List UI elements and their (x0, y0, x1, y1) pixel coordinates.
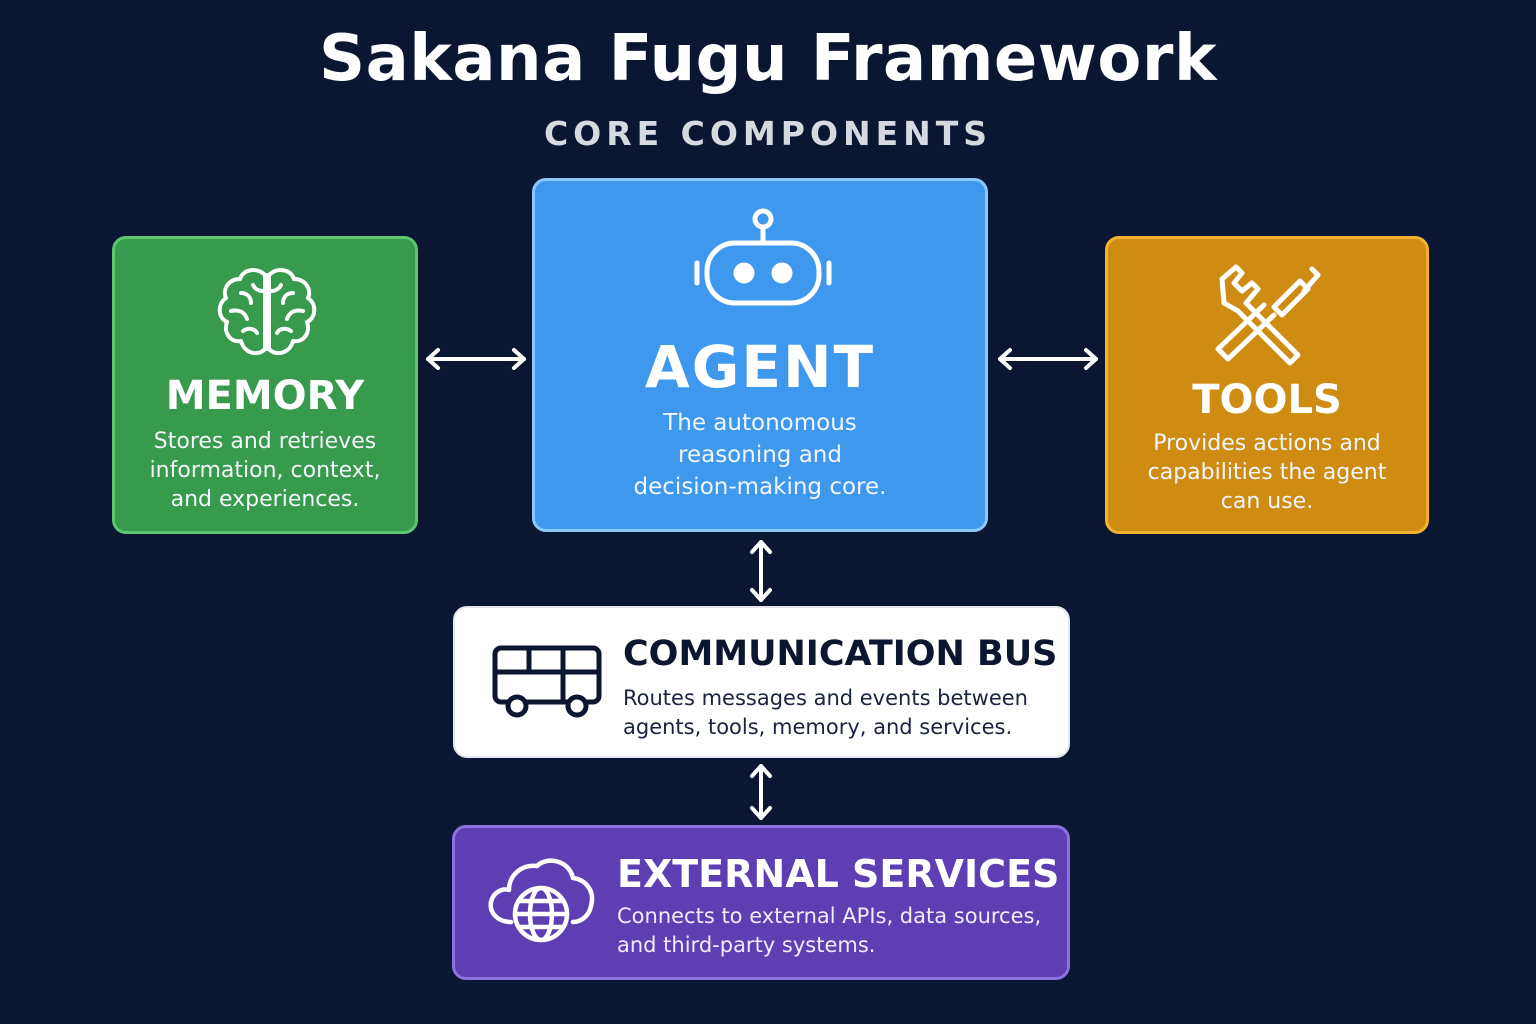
external-services-heading: EXTERNAL SERVICES (617, 852, 1060, 896)
diagram-subtitle: CORE COMPONENTS (543, 114, 993, 153)
communication-bus-card: COMMUNICATION BUS Routes messages and ev… (453, 606, 1070, 758)
memory-card: MEMORY Stores and retrieves information,… (112, 236, 418, 534)
agent-bus-arrow (748, 538, 774, 604)
memory-agent-arrow (424, 346, 528, 372)
tools-heading: TOOLS (1192, 377, 1342, 423)
robot-icon (693, 207, 833, 307)
bus-external-arrow (748, 762, 774, 822)
agent-heading: AGENT (644, 333, 876, 401)
external-services-card: EXTERNAL SERVICES Connects to external A… (452, 825, 1070, 980)
communication-bus-heading: COMMUNICATION BUS (623, 634, 1058, 674)
tools-card: TOOLS Provides actions and capabilities … (1105, 236, 1429, 534)
tools-description: Provides actions and capabilities the ag… (1147, 431, 1387, 514)
wrench-screwdriver-icon (1212, 263, 1322, 367)
agent-tools-arrow (996, 346, 1100, 372)
brain-icon (213, 263, 321, 363)
agent-card: AGENT The autonomous reasoning and decis… (532, 178, 988, 532)
external-services-description: Connects to external APIs, data sources,… (617, 904, 1042, 957)
memory-heading: MEMORY (165, 373, 365, 419)
memory-description: Stores and retrieves information, contex… (149, 429, 381, 512)
communication-bus-description: Routes messages and events between agent… (623, 686, 1028, 739)
cloud-globe-icon (485, 852, 597, 948)
agent-description: The autonomous reasoning and decision-ma… (633, 410, 887, 500)
diagram-title: Sakana Fugu Framework (319, 22, 1217, 96)
bus-icon (491, 642, 603, 722)
